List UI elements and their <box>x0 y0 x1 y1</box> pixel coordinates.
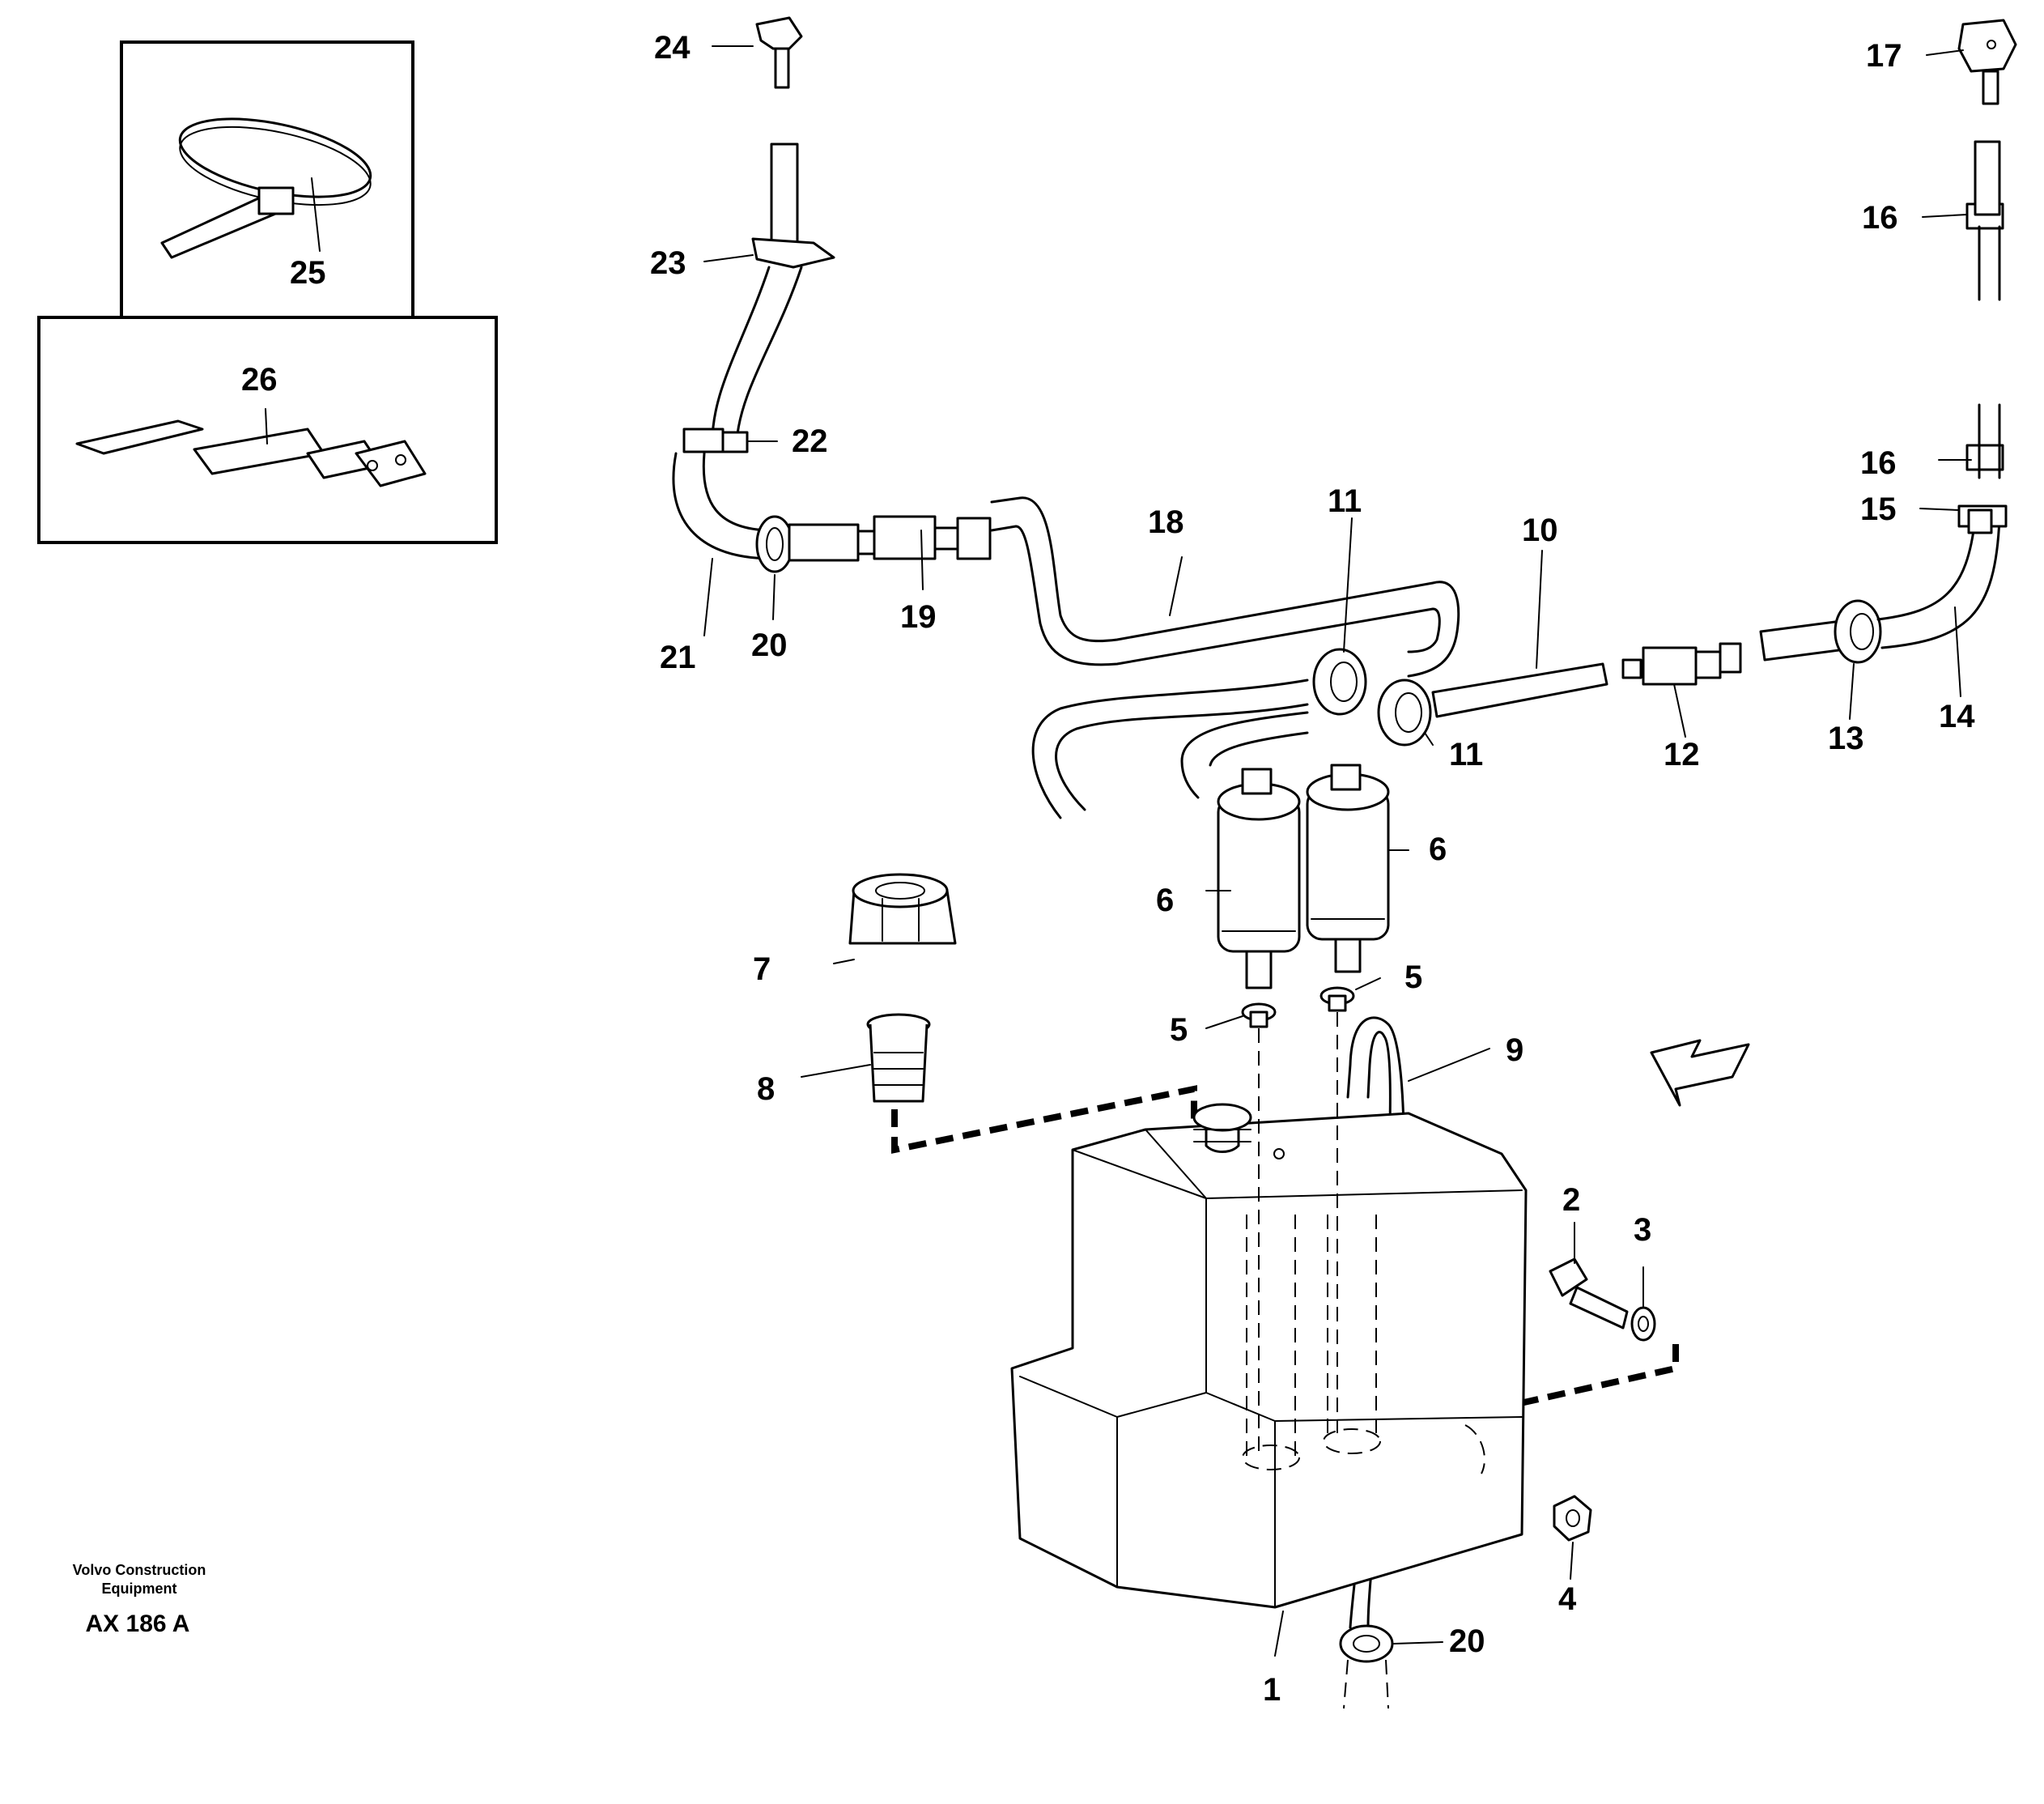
label-21: 21 <box>660 640 696 675</box>
callout-labels: 1 2 3 4 5 5 6 6 7 8 9 10 11 11 12 13 14 … <box>241 30 1975 1708</box>
label-6b: 6 <box>1429 832 1447 867</box>
hose-18 <box>990 496 1460 819</box>
label-22: 22 <box>792 423 828 459</box>
label-14: 14 <box>1939 699 1975 734</box>
label-5a: 5 <box>1170 1012 1188 1048</box>
grommet-20-lower <box>1339 1624 1394 1709</box>
pump-6-right <box>1306 764 1390 973</box>
label-16a: 16 <box>1862 200 1898 236</box>
washer-3 <box>1630 1306 1656 1342</box>
bolt-2 <box>1549 1257 1629 1330</box>
strap-buckle-icon <box>75 419 427 487</box>
label-3: 3 <box>1634 1212 1651 1248</box>
company-name-line2: Equipment <box>102 1581 177 1597</box>
label-23: 23 <box>650 245 686 281</box>
label-16b: 16 <box>1860 445 1897 481</box>
grommet-11-lower <box>1377 679 1432 747</box>
grommet-11-upper <box>1312 648 1367 716</box>
strainer-8 <box>866 1013 931 1103</box>
label-2: 2 <box>1562 1182 1580 1218</box>
label-24: 24 <box>654 30 691 66</box>
washer-tank-1 <box>1010 1012 1528 1609</box>
label-8: 8 <box>757 1071 775 1107</box>
label-26: 26 <box>241 362 278 398</box>
filler-cap-7 <box>848 873 957 945</box>
label-18: 18 <box>1148 504 1184 540</box>
leader-lines <box>703 45 1972 1657</box>
label-11a: 11 <box>1328 483 1362 519</box>
label-4: 4 <box>1558 1581 1577 1617</box>
label-19: 19 <box>900 599 937 635</box>
company-name-line1: Volvo Construction <box>73 1562 206 1578</box>
right-washer-line <box>1431 19 2017 718</box>
cable-tie-icon <box>160 117 372 259</box>
label-20a: 20 <box>751 628 788 663</box>
label-25: 25 <box>290 255 326 291</box>
label-17: 17 <box>1866 38 1902 74</box>
drawing-footer: Volvo Construction Equipment AX 186 A <box>73 1562 206 1637</box>
label-5b: 5 <box>1404 959 1422 995</box>
inset-strap <box>37 316 498 544</box>
seal-5-right <box>1319 986 1355 1012</box>
direction-arrow-icon <box>1650 1039 1750 1107</box>
label-13: 13 <box>1828 721 1864 756</box>
label-15: 15 <box>1860 491 1897 527</box>
left-washer-line <box>672 16 992 573</box>
label-7: 7 <box>753 951 771 987</box>
seal-5-left <box>1241 1002 1277 1028</box>
label-11b: 11 <box>1449 737 1483 772</box>
label-6a: 6 <box>1156 883 1174 918</box>
label-20b: 20 <box>1449 1623 1485 1659</box>
inset-cable-tie <box>120 40 414 319</box>
nozzle-icon <box>1957 19 2017 105</box>
label-1: 1 <box>1263 1672 1281 1708</box>
pump-6-left <box>1217 768 1301 989</box>
label-9: 9 <box>1506 1032 1523 1068</box>
nozzle-icon <box>755 16 803 89</box>
nut-4 <box>1553 1495 1592 1542</box>
drawing-code: AX 186 A <box>86 1610 190 1637</box>
label-10: 10 <box>1522 513 1558 548</box>
label-12: 12 <box>1664 737 1700 772</box>
